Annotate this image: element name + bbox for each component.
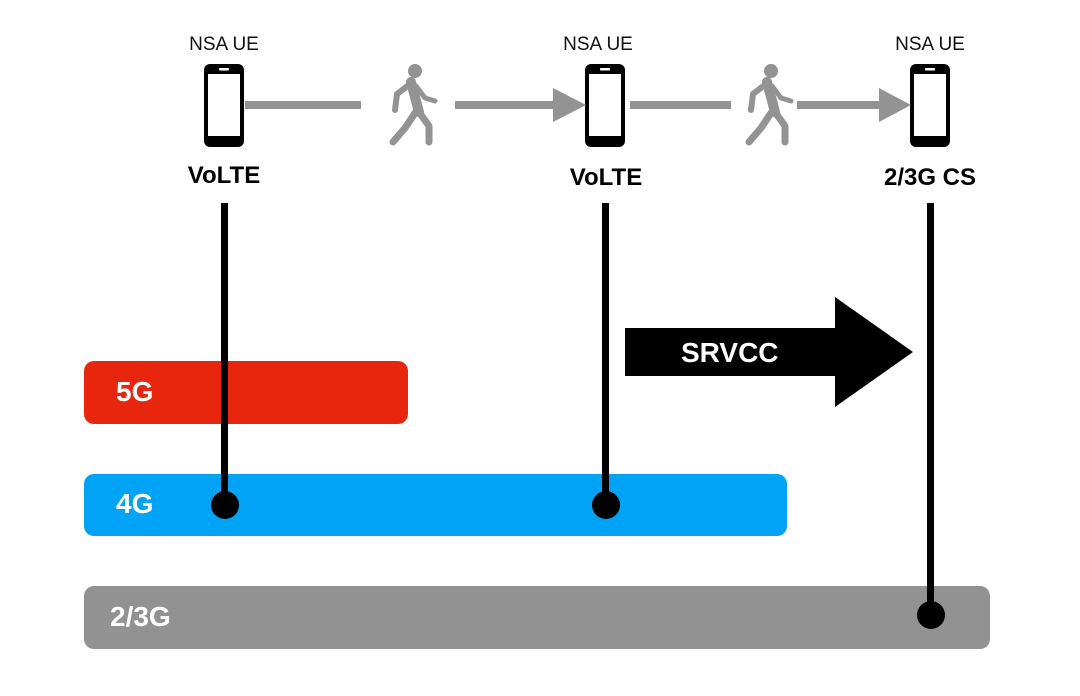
network-bar-5g: 5G [84, 361, 408, 424]
movement-line [797, 101, 881, 109]
network-bar-4g: 4G [84, 474, 787, 536]
phone-icon [910, 64, 950, 147]
network-label-2-3g: 2/3G [110, 601, 171, 632]
phone-icon [204, 64, 244, 147]
srvcc-label: SRVCC [681, 337, 779, 368]
walking-person-icon [389, 64, 438, 146]
attach-point-3 [917, 601, 945, 629]
movement-line [630, 101, 731, 109]
ue-state-2: VoLTE [569, 164, 643, 191]
arrow-head-icon [553, 88, 586, 122]
network-bar-2-3g: 2/3G [84, 586, 990, 649]
phone-icon [585, 64, 625, 147]
attach-point-1 [211, 491, 239, 519]
ue-label-3: NSA UE [895, 34, 965, 55]
movement-line [455, 101, 555, 109]
ue-label-1: NSA UE [189, 34, 259, 55]
ue-state-1: VoLTE [187, 162, 261, 189]
ue-state-3: 2/3G CS [883, 164, 977, 191]
ue-label-2: NSA UE [563, 34, 633, 55]
walking-person-icon [745, 64, 794, 146]
movement-path [245, 64, 911, 146]
network-label-5g: 5G [116, 376, 154, 407]
connector-line-2 [602, 203, 609, 505]
attach-point-2 [592, 491, 620, 519]
connector-line-1 [221, 203, 228, 505]
network-label-4g: 4G [116, 488, 154, 519]
connector-line-3 [927, 203, 934, 615]
arrow-right-icon [625, 297, 913, 407]
movement-line [245, 101, 361, 109]
arrow-head-icon [879, 88, 911, 122]
